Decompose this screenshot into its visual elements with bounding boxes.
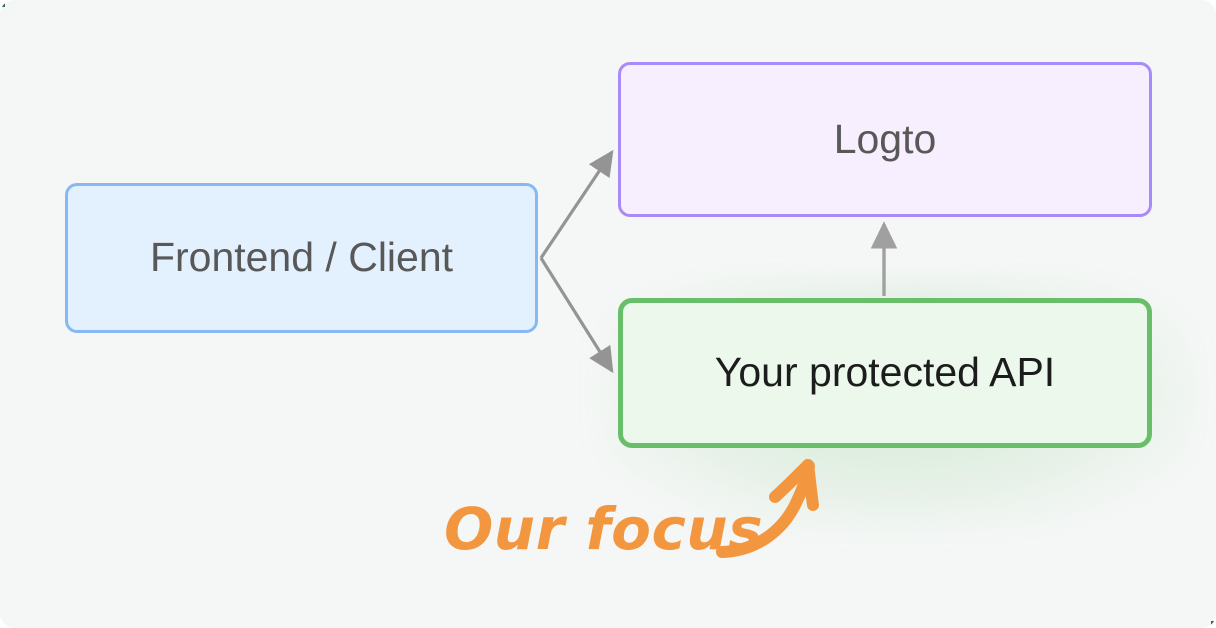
node-logto[interactable]: Logto <box>618 62 1152 217</box>
edge-frontend-to-api <box>539 257 614 374</box>
node-logto-label: Logto <box>833 115 937 162</box>
corner-artifact-top-left <box>0 0 5 7</box>
node-protected-api[interactable]: Your protected API <box>618 298 1152 448</box>
corner-artifact-bottom-right <box>1211 621 1216 628</box>
node-frontend-client[interactable]: Frontend / Client <box>65 183 538 333</box>
focus-annotation-label: Our focus <box>444 495 764 563</box>
node-frontend-client-label: Frontend / Client <box>149 234 454 281</box>
edge-frontend-to-logto <box>539 149 614 259</box>
node-protected-api-label: Your protected API <box>714 349 1056 396</box>
